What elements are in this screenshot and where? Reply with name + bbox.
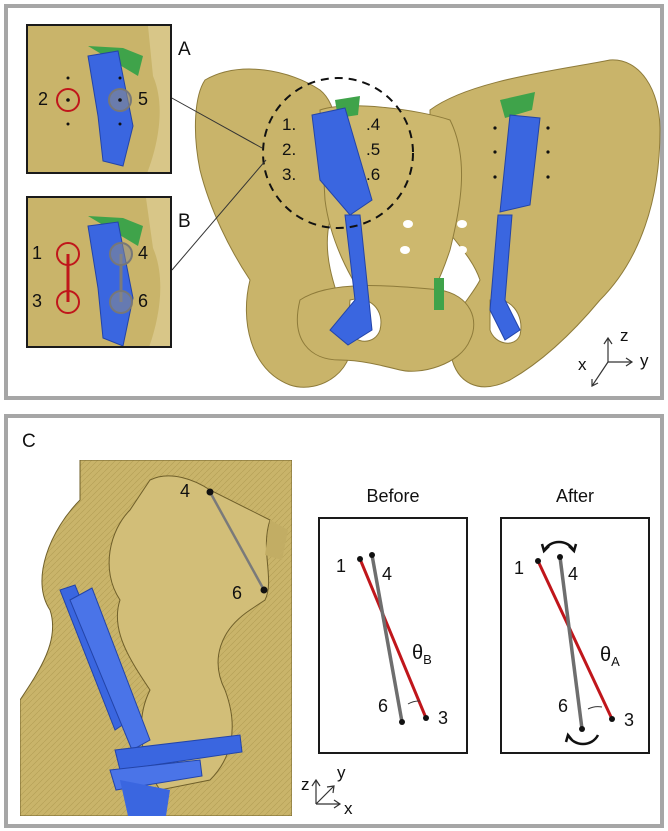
before-point-6: 6	[378, 697, 388, 715]
before-angle-symbol: θ	[412, 642, 423, 664]
closeup-point-6: 6	[232, 584, 242, 602]
top-axis-x-label: x	[578, 356, 587, 373]
after-point-3: 3	[624, 711, 634, 729]
after-angle-symbol: θ	[600, 644, 611, 666]
bottom-axis-x-label: x	[344, 800, 353, 817]
before-point-1: 1	[336, 557, 346, 575]
pelvis-landmark-1: 1.	[282, 116, 296, 133]
before-angle-label: θB	[412, 643, 432, 666]
inset-a: 2 5	[26, 24, 172, 174]
pelvis-landmark-4: .4	[366, 116, 380, 133]
inset-a-point-2: 2	[38, 90, 48, 108]
sacroiliac-closeup: 4 6	[20, 460, 292, 816]
inset-b-point-3: 3	[32, 292, 42, 310]
before-title: Before	[318, 487, 468, 505]
pelvis-landmark-5: .5	[366, 141, 380, 158]
after-point-6: 6	[558, 697, 568, 715]
top-axis-z-label: z	[620, 327, 629, 344]
inset-a-point-5: 5	[138, 90, 148, 108]
closeup-drawing	[20, 460, 292, 816]
after-angle-subscript: A	[611, 654, 620, 669]
inset-b: 1 3 4 6	[26, 196, 172, 348]
inset-b-point-1: 1	[32, 244, 42, 262]
panel-label-a: A	[178, 40, 191, 59]
after-point-4: 4	[568, 565, 578, 583]
pelvis-landmark-6: .6	[366, 166, 380, 183]
bottom-axis-y-label: y	[337, 764, 346, 781]
inset-b-point-6: 6	[138, 292, 148, 310]
top-axis-y-label: y	[640, 352, 649, 369]
before-angle-subscript: B	[423, 652, 432, 667]
inset-b-point-4: 4	[138, 244, 148, 262]
after-title: After	[500, 487, 650, 505]
inset-a-drawing	[28, 26, 172, 174]
before-point-4: 4	[382, 565, 392, 583]
closeup-point-4: 4	[180, 482, 190, 500]
after-point-1: 1	[514, 559, 524, 577]
inset-b-drawing	[28, 198, 172, 348]
pelvis-landmark-2: 2.	[282, 141, 296, 158]
panel-label-c: C	[22, 432, 36, 451]
bottom-axis-z-label: z	[301, 776, 310, 793]
pelvis-landmark-3: 3.	[282, 166, 296, 183]
before-diagram: 1 4 6 3 θB	[318, 517, 468, 754]
after-diagram: 1 4 6 3 θA	[500, 517, 650, 754]
panel-label-b: B	[178, 212, 191, 231]
before-point-3: 3	[438, 709, 448, 727]
after-angle-label: θA	[600, 645, 620, 668]
